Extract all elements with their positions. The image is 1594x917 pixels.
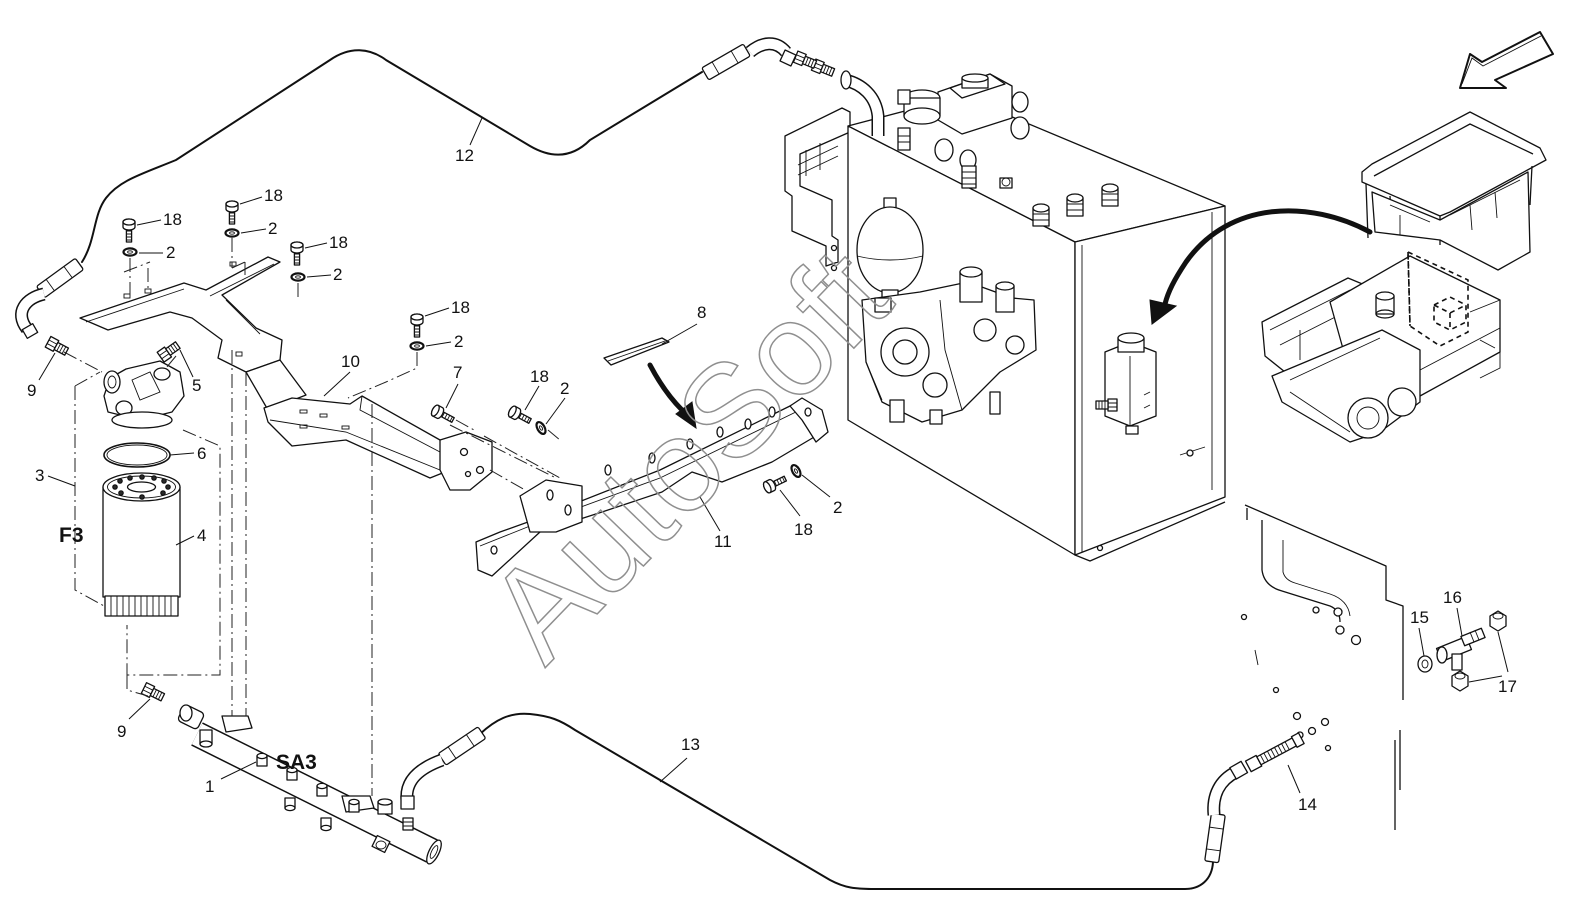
callout-13: 13 — [681, 735, 700, 754]
washer-2 — [290, 272, 306, 282]
callout-14: 14 — [1298, 795, 1317, 814]
tank-location-marker — [1375, 250, 1469, 347]
callout-8: 8 — [697, 303, 706, 322]
callout-11: 11 — [714, 532, 732, 551]
bolt-18 — [225, 200, 239, 225]
bolt-18 — [506, 404, 534, 427]
callout-4: 4 — [197, 526, 206, 545]
fitting-9-upper — [44, 335, 71, 358]
callout-2: 2 — [333, 265, 342, 284]
washer-2 — [533, 419, 549, 437]
strip-8 — [603, 337, 670, 366]
nut-15 — [1417, 655, 1433, 673]
callout-2: 2 — [166, 243, 175, 262]
washer-2 — [122, 247, 138, 257]
assembly-lines — [63, 238, 561, 796]
hydraulic-tank — [784, 50, 1226, 562]
callout-12: 12 — [455, 146, 474, 165]
callout-18: 18 — [794, 520, 813, 539]
callout-16: 16 — [1443, 588, 1462, 607]
callout-18: 18 — [530, 367, 549, 386]
fitting-14 — [1244, 732, 1305, 773]
callout-labels: 12 18 2 18 2 18 2 9 5 3 6 F3 4 10 18 2 7… — [27, 146, 1517, 814]
hose-13 — [401, 712, 1249, 890]
bracket-10 — [79, 256, 493, 491]
callout-3: 3 — [35, 466, 44, 485]
bolt-18 — [410, 313, 424, 338]
callout-2: 2 — [268, 219, 277, 238]
callout-2: 2 — [833, 498, 842, 517]
tee-fitting-16 — [1435, 627, 1486, 671]
callout-2: 2 — [454, 332, 463, 351]
callout-18: 18 — [163, 210, 182, 229]
callout-17: 17 — [1498, 677, 1517, 696]
paver-machine — [1261, 111, 1547, 443]
callout-2: 2 — [560, 379, 569, 398]
fitting-17 — [1451, 610, 1507, 692]
bolt-7 — [429, 403, 457, 426]
tee-fitting — [177, 704, 213, 748]
tank-filler-head — [897, 73, 1030, 189]
side-valve — [1095, 332, 1157, 435]
callout-sa3: SA3 — [276, 751, 317, 774]
tank-mount-frame — [784, 107, 851, 267]
manifold-rail-1 — [197, 715, 444, 865]
fitting-5 — [156, 339, 182, 363]
frame-plate — [1240, 504, 1404, 830]
valve-block — [861, 266, 1037, 425]
callout-9: 9 — [27, 381, 36, 400]
filter-element-4 — [102, 472, 181, 617]
callout-5: 5 — [192, 376, 201, 395]
callout-18: 18 — [264, 186, 283, 205]
callout-18: 18 — [329, 233, 348, 252]
tank-top-fittings — [999, 177, 1119, 227]
filter-head — [103, 360, 185, 429]
location-arrow — [1149, 208, 1373, 325]
view-direction-arrow — [1459, 31, 1554, 89]
hose-12 — [22, 44, 797, 339]
install-arrow-8 — [647, 362, 697, 430]
bracket-11 — [475, 397, 829, 577]
o-ring-6 — [103, 442, 171, 468]
watermark: AutoSoft — [459, 221, 916, 687]
fitting-9-lower — [140, 682, 167, 704]
callout-15: 15 — [1410, 608, 1429, 627]
callout-6: 6 — [197, 444, 206, 463]
callout-10: 10 — [341, 352, 360, 371]
callout-f3: F3 — [59, 524, 84, 547]
callout-1: 1 — [205, 777, 214, 796]
accumulator — [856, 197, 924, 305]
bolt-18 — [290, 241, 304, 266]
leader-lines — [38, 117, 1509, 794]
callout-9: 9 — [117, 722, 126, 741]
callout-18: 18 — [451, 298, 470, 317]
washer-2 — [788, 462, 804, 480]
callout-7: 7 — [453, 363, 462, 382]
washer-2 — [224, 228, 240, 238]
mount-tab — [221, 715, 253, 733]
washer-2 — [409, 341, 425, 351]
bolt-18 — [122, 218, 136, 243]
